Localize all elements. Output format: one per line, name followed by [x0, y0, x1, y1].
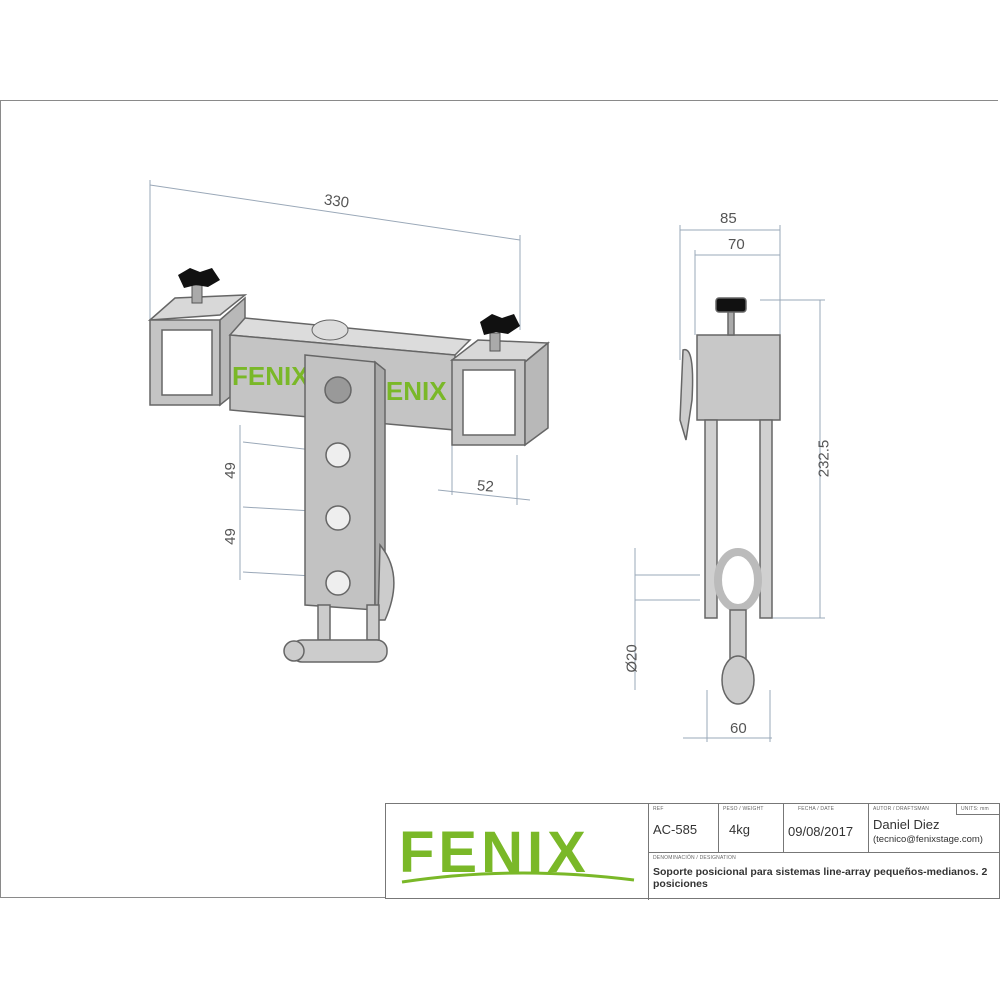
vertical-plate	[304, 354, 386, 612]
date-cell: FECHA / DATE 09/08/2017	[783, 804, 868, 852]
dim-232-5: 232.5	[815, 439, 833, 478]
date-label: FECHA / DATE	[798, 806, 835, 812]
side-view	[634, 225, 825, 742]
author-label: AUTOR / DRAFTSMAN	[873, 806, 930, 812]
knob-left-icon	[178, 268, 220, 304]
beam-logo-left: FENIX	[232, 361, 309, 391]
knob-right-icon	[480, 314, 520, 352]
dim-60: 60	[730, 720, 747, 737]
right-clamp	[449, 339, 550, 447]
author-cell: AUTOR / DRAFTSMAN Daniel Diez (tecnico@f…	[868, 804, 1000, 852]
dim-85: 85	[720, 210, 737, 227]
designation-value: Soporte posicional para sistemas line-ar…	[653, 866, 988, 890]
ref-value: AC-585	[653, 822, 698, 837]
weight-value: 4kg	[729, 822, 750, 837]
top-eye-bolt	[311, 319, 349, 341]
units-cell: UNITS: mm	[956, 804, 1000, 815]
front-view: FENIX FENIX	[147, 180, 550, 663]
date-value: 09/08/2017	[788, 824, 854, 839]
ref-label: REF	[653, 806, 664, 812]
fenix-logo: FENIX	[399, 820, 635, 885]
side-dimension-lines	[634, 225, 825, 742]
designation-cell: DENOMINACIÓN / DESIGNATION Soporte posic…	[648, 852, 1000, 900]
author-value: Daniel Diez	[873, 817, 940, 832]
dim-70: 70	[728, 236, 745, 253]
units-label: UNITS: mm	[961, 806, 989, 812]
ref-cell: REF AC-585	[648, 804, 718, 852]
dim-dia-20: Ø20	[623, 644, 641, 673]
weight-cell: PESO / WEIGHT 4kg	[718, 804, 783, 852]
title-block: FENIX REF AC-585 PESO / WEIGHT 4kg FECHA…	[385, 803, 1000, 900]
shackle	[283, 542, 395, 663]
author-email: (tecnico@fenixstage.com)	[873, 834, 983, 845]
side-body	[679, 297, 781, 705]
designation-label: DENOMINACIÓN / DESIGNATION	[653, 855, 736, 861]
weight-label: PESO / WEIGHT	[723, 806, 764, 812]
